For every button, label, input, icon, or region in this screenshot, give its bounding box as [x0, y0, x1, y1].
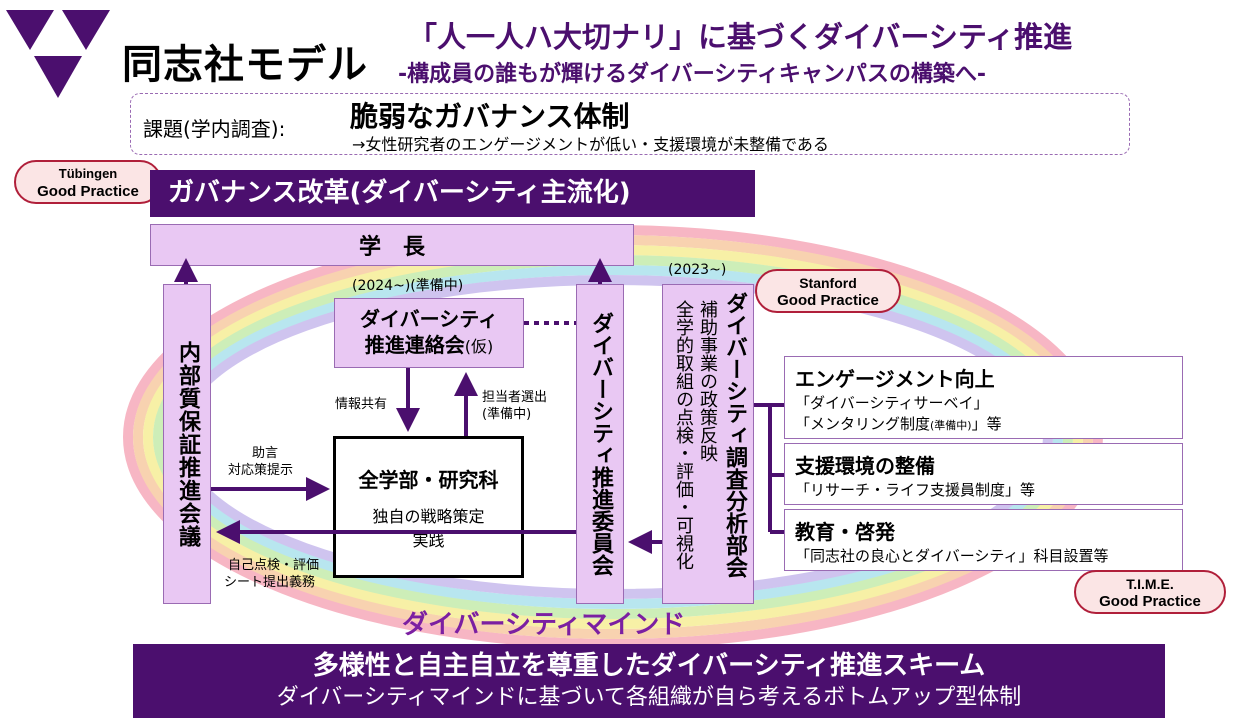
faculties-line1: 独自の戦略策定	[372, 506, 485, 526]
footer-line2: ダイバーシティマインドに基づいて各組織が自ら考えるボトムアップ型体制	[276, 685, 1022, 710]
diversity-mind-label: ダイバーシティマインド	[402, 610, 686, 640]
stanford-badge: Stanford Good Practice	[755, 269, 901, 313]
analysis-desc1: 補助事業の政策反映	[697, 300, 718, 462]
time-badge-name: T.I.M.E.	[1126, 576, 1174, 592]
time-badge-sub: Good Practice	[1099, 593, 1201, 610]
initiative-support: 支援環境の整備 「リサーチ・ライフ支援員制度」等	[784, 443, 1183, 505]
initiative-title: エンゲージメント向上	[795, 367, 995, 391]
tubingen-badge-sub: Good Practice	[37, 183, 139, 200]
liaison-name-line2: 推進連絡会	[364, 333, 465, 357]
advice-label-2: 対応策提示	[228, 463, 294, 478]
analysis-name: ダイバーシティ調査分析部会	[722, 292, 747, 578]
stanford-badge-sub: Good Practice	[777, 292, 879, 309]
initiative-item-suffix: 」等	[971, 415, 1002, 433]
faculties-line2: 実践	[412, 530, 445, 550]
issue-label: 課題(学内調査):	[143, 117, 286, 141]
issue-detail: →女性研究者のエンゲージメントが低い・支援環境が未整備である	[352, 135, 829, 154]
president-box: 学 長	[150, 224, 634, 266]
internal-council-label: 内部質保証推進会議	[175, 340, 200, 548]
footer-line1: 多様性と自主自立を尊重したダイバーシティ推進スキーム	[312, 651, 986, 681]
analysis-desc2: 全学的取組の点検・評価・可視化	[673, 300, 694, 570]
info-share-label: 情報共有	[335, 397, 388, 412]
initiative-education: 教育・啓発 「同志社の良心とダイバーシティ」科目設置等	[784, 509, 1183, 571]
analysis-box	[662, 284, 754, 604]
liaison-box: ダイバーシティ 推進連絡会(仮)	[334, 298, 524, 368]
faculties-title: 全学部・研究科	[358, 467, 499, 492]
reform-banner: ガバナンス改革(ダイバーシティ主流化)	[150, 170, 755, 217]
footer-banner: 多様性と自主自立を尊重したダイバーシティ推進スキーム ダイバーシティマインドに基…	[133, 644, 1165, 718]
advice-label-1: 助言	[252, 446, 279, 461]
analysis-year: (2023~)	[668, 262, 727, 278]
stanford-badge-name: Stanford	[799, 275, 857, 291]
initiative-item: 「リサーチ・ライフ支援員制度」等	[795, 481, 1036, 499]
initiative-item: 「ダイバーシティサーベイ」	[795, 394, 989, 412]
issue-title: 脆弱なガバナンス体制	[350, 100, 630, 133]
initiative-title: 教育・啓発	[795, 520, 895, 544]
appoint-label-2: (準備中)	[482, 407, 532, 422]
liaison-name-line1: ダイバーシティ	[360, 307, 498, 331]
headline: 「人一人ハ大切ナリ」に基づくダイバーシティ推進	[408, 20, 1073, 54]
internal-council-box: 内部質保証推進会議	[163, 284, 211, 604]
model-title: 同志社モデル	[122, 42, 368, 88]
initiative-title: 支援環境の整備	[795, 454, 935, 478]
initiative-item: 「メンタリング制度	[795, 415, 931, 433]
tubingen-badge: Tübingen Good Practice	[14, 160, 162, 204]
subheadline: -構成員の誰もが輝けるダイバーシティキャンパスの構築へ-	[398, 62, 987, 87]
initiative-item: 「同志社の良心とダイバーシティ」科目設置等	[795, 547, 1109, 565]
faculties-box: 全学部・研究科 独自の戦略策定 実践	[333, 436, 524, 578]
committee-box: ダイバーシティ推進委員会	[576, 284, 624, 604]
liaison-name-suffix: (仮)	[464, 337, 494, 356]
time-badge: T.I.M.E. Good Practice	[1074, 570, 1226, 614]
liaison-year: (2024~)(準備中)	[352, 278, 464, 294]
committee-label: ダイバーシティ推進委員会	[588, 312, 613, 576]
initiative-engagement: エンゲージメント向上 「ダイバーシティサーベイ」 「メンタリング制度(準備中)」…	[784, 356, 1183, 439]
tubingen-badge-name: Tübingen	[58, 166, 118, 181]
appoint-label-1: 担当者選出	[482, 390, 548, 405]
doshisha-logo	[6, 10, 110, 98]
initiative-item-note: (準備中)	[930, 419, 972, 432]
self-eval-label-1: 自己点検・評価	[228, 558, 320, 573]
self-eval-label-2: シート提出義務	[224, 575, 316, 590]
issue-box	[130, 93, 1130, 155]
